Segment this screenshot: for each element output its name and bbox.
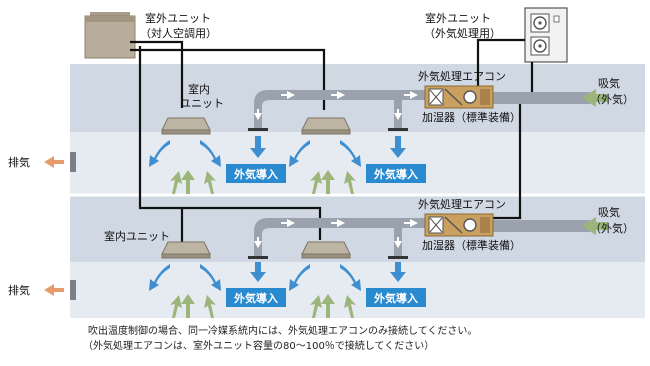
airflow-floor-1: [149, 136, 406, 194]
outdoor-unit-right: [524, 7, 568, 63]
intake-label-floor-2: 吸気: [598, 205, 620, 219]
exhaust-label-floor-2: 排気: [8, 283, 30, 297]
exhaust-label-floor-1: 排気: [8, 155, 30, 169]
indoor-unit-f2-right: [301, 241, 351, 255]
fresh-air-label-f1-a: 外気導入: [233, 167, 278, 181]
outdoor-unit-left: [84, 12, 136, 59]
indoor-unit-label-floor-1-line2: ユニット: [180, 97, 224, 110]
duct-arrows-floor-1: [254, 91, 418, 120]
airflow-floor-2: [149, 262, 406, 318]
aircon-label-floor-1: 外気処理エアコン: [418, 69, 506, 83]
exhaust-floor-1: [44, 152, 76, 172]
fresh-air-label-f2-a: 外気導入: [233, 291, 278, 305]
note-line-2: （外気処理エアコンは、室外ユニット容量の80〜100％で接続してください）: [83, 339, 434, 352]
intake-label-floor-1: 吸気: [598, 76, 620, 90]
fresh-air-box-f1-b: [366, 164, 426, 183]
intake-sub-floor-2: （外気）: [590, 221, 634, 235]
note-line-1: 吹出温度制御の場合、同一冷媒系統内には、外気処理エアコンのみ接続してください。: [88, 324, 477, 337]
fresh-air-boxes: 外気導入 外気導入 外気導入 外気導入: [226, 164, 426, 307]
aircon-label-floor-2: 外気処理エアコン: [418, 197, 506, 211]
outdoor-unit-left-title: 室外ユニット: [145, 11, 211, 25]
intake-sub-floor-1: （外気）: [590, 92, 634, 106]
indoor-unit-f1-left: [161, 117, 211, 131]
fresh-air-label-f2-b: 外気導入: [373, 291, 418, 305]
humidifier-label-floor-1: 加湿器（標準装備）: [422, 110, 521, 124]
outdoor-unit-right-title: 室外ユニット: [425, 11, 491, 25]
fresh-air-box-f2-b: [366, 288, 426, 307]
fresh-air-box-f1-a: [226, 164, 286, 183]
indoor-units: [161, 117, 351, 259]
duct-arrows-floor-2: [254, 219, 418, 248]
outdoor-unit-right-sub: （外気処理用）: [424, 26, 501, 40]
fresh-air-box-f2-a: [226, 288, 286, 307]
exhaust-floor-2: [44, 280, 76, 300]
intake-arrow-floor-1: [582, 89, 608, 107]
indoor-unit-f1-right: [301, 117, 351, 131]
room-band-2: [70, 262, 645, 318]
indoor-unit-label-floor-1-line1: 室内: [188, 82, 210, 96]
outdoor-unit-left-sub: （対人空調用）: [140, 26, 217, 40]
indoor-unit-label-floor-2: 室内ユニット: [104, 229, 170, 243]
intake-arrow-floor-2: [582, 217, 608, 235]
fresh-air-label-f1-b: 外気導入: [373, 167, 418, 181]
fresh-air-conditioner-1: [424, 85, 494, 109]
fresh-air-conditioner-2: [424, 213, 494, 237]
indoor-unit-f2-left: [161, 241, 211, 255]
humidifier-label-floor-2: 加湿器（標準装備）: [422, 238, 521, 252]
